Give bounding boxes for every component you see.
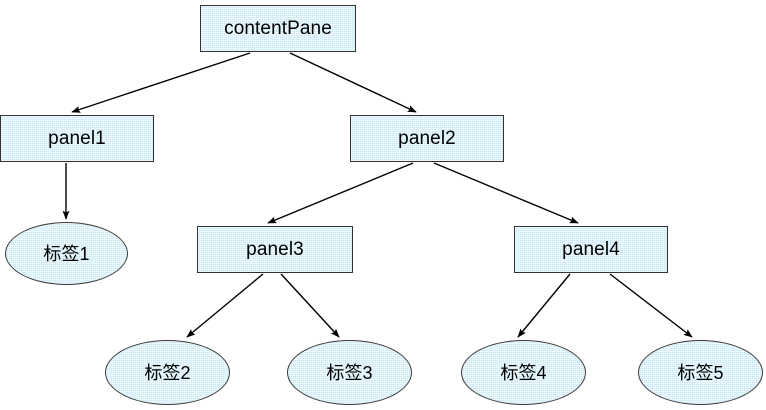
edge-panel3-to-label2 [186,273,264,338]
node-label: panel1 [48,128,106,149]
edge-group [62,52,693,338]
node-panel1[interactable]: panel1 [0,115,154,162]
node-label4[interactable]: 标签4 [461,340,586,405]
node-label: panel4 [562,239,620,260]
node-label: 标签3 [326,362,373,383]
edge-contentPane-to-panel1 [71,52,251,113]
node-label: contentPane [224,18,332,39]
node-panel4[interactable]: panel4 [514,226,668,273]
node-label: 标签5 [677,362,724,383]
edge-panel4-to-label5 [609,273,693,338]
edge-contentPane-to-panel2 [289,52,417,113]
node-label3[interactable]: 标签3 [287,340,412,405]
node-label: panel3 [246,239,304,260]
node-label2[interactable]: 标签2 [105,340,230,405]
node-panel2[interactable]: panel2 [350,115,504,162]
node-contentPane[interactable]: contentPane [200,5,356,52]
node-label: 标签2 [144,362,191,383]
edge-panel3-to-label3 [280,273,340,338]
edge-panel2-to-panel3 [267,162,414,224]
edge-panel4-to-label4 [517,273,571,338]
node-label1[interactable]: 标签1 [5,222,128,285]
node-panel3[interactable]: panel3 [197,226,353,273]
node-label: 标签4 [500,362,547,383]
node-label: 标签1 [43,243,90,264]
node-label5[interactable]: 标签5 [638,340,763,405]
edge-panel2-to-panel4 [433,162,579,224]
node-label: panel2 [398,128,456,149]
